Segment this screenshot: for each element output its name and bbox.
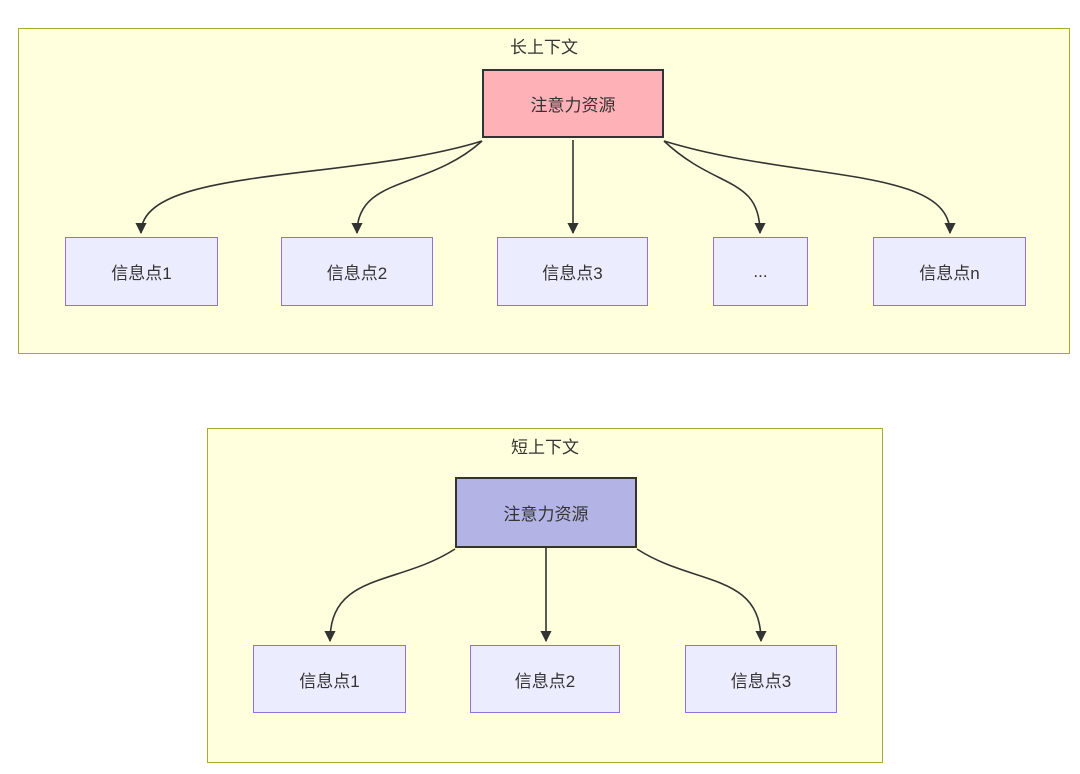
long-info-node-2: 信息点2 <box>281 237 433 306</box>
short-context-title: 短上下文 <box>511 438 579 457</box>
short-info-label-2: 信息点2 <box>514 671 576 691</box>
long-info-node-1: 信息点1 <box>65 237 218 306</box>
long-info-label-ellipsis: ... <box>753 261 768 281</box>
long-attention-label: 注意力资源 <box>530 96 616 115</box>
long-attention-node: 注意力资源 <box>482 69 664 138</box>
long-info-label-2: 信息点2 <box>326 264 388 283</box>
long-info-node-ellipsis: ... <box>713 237 808 306</box>
short-info-node-3: 信息点3 <box>685 645 837 713</box>
long-info-label-3: 信息点3 <box>542 264 603 283</box>
long-info-label-1: 信息点1 <box>111 264 172 283</box>
short-info-label-3: 信息点3 <box>730 671 792 691</box>
long-info-label-n: 信息点n <box>919 264 980 283</box>
long-context-title: 长上下文 <box>510 38 578 57</box>
long-info-node-n: 信息点n <box>873 237 1026 306</box>
short-attention-node: 注意力资源 <box>455 477 637 548</box>
short-info-node-1: 信息点1 <box>253 645 406 713</box>
short-attention-label: 注意力资源 <box>503 505 589 524</box>
short-info-label-1: 信息点1 <box>299 671 360 691</box>
short-info-node-2: 信息点2 <box>470 645 620 713</box>
long-info-node-3: 信息点3 <box>497 237 648 306</box>
